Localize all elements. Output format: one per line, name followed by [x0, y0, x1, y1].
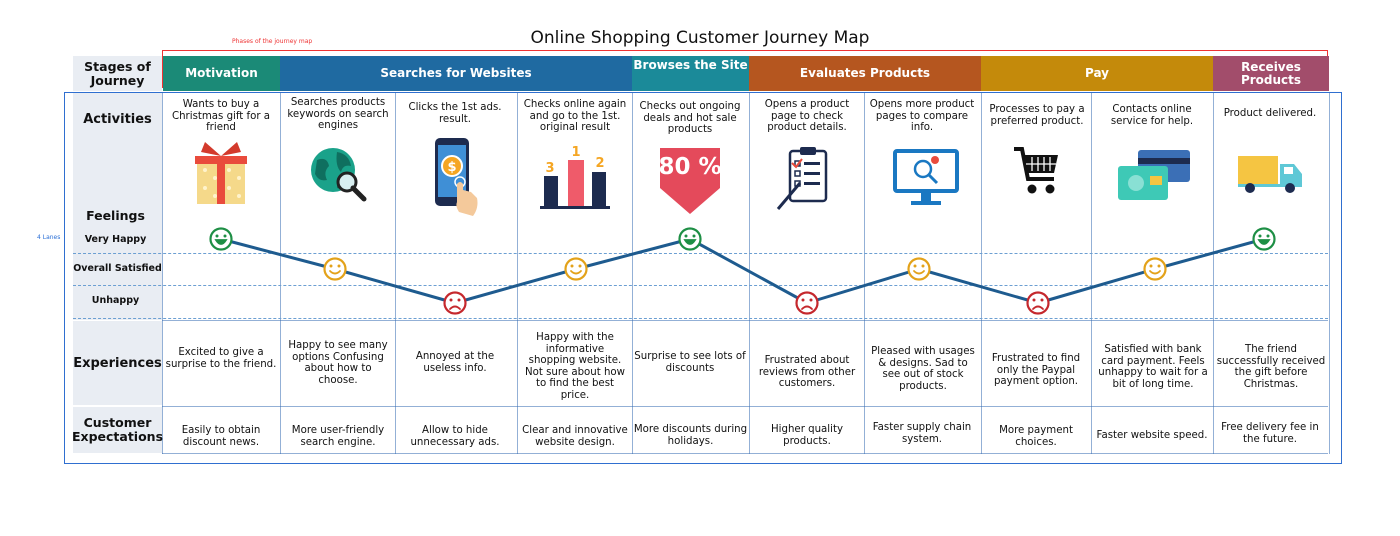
column-divider [981, 92, 982, 454]
column-divider [280, 92, 281, 454]
column-divider [1213, 92, 1214, 454]
experience-text: Excited to give a surprise to the friend… [165, 347, 277, 370]
row-divider [162, 406, 1328, 407]
experience-text: Frustrated about reviews from other cust… [758, 355, 856, 389]
svg-text:2: 2 [595, 156, 604, 171]
expectation-text: Easily to obtain discount news. [181, 425, 261, 448]
expectation-text: Free delivery fee in the future. [1221, 422, 1319, 445]
activity-text: Wants to buy a Christmas gift for a frie… [171, 99, 271, 133]
phase-evaluates: Evaluates Products [749, 56, 981, 91]
activity-text: Checks out ongoing deals and hot sale pr… [639, 101, 741, 135]
delivery-truck-icon [1238, 156, 1302, 193]
activity-text: Clicks the 1st ads. result. [408, 102, 502, 125]
phase-label: Receives Products [1240, 59, 1302, 87]
feeling-line [220, 237, 1265, 305]
discount-text: 80 % [658, 154, 721, 180]
unhappy-face-icon [795, 291, 819, 315]
overall-satisfied-face-icon [564, 257, 588, 281]
activity-text: Searches products keywords on search eng… [287, 97, 389, 131]
shopping-cart-icon [1014, 147, 1058, 194]
checklist-icon [776, 147, 828, 210]
phase-pay: Pay [981, 56, 1213, 91]
svg-text:$: $ [447, 160, 456, 175]
column-divider [632, 92, 633, 454]
column-divider [1091, 92, 1092, 454]
phone-tap-icon: $ [435, 138, 478, 216]
expectation-text: Faster website speed. [1096, 430, 1208, 441]
activity-text: Contacts online service for help. [1110, 104, 1194, 127]
page-title: Online Shopping Customer Journey Map [530, 28, 870, 48]
activity-text: Processes to pay a preferred product. [989, 104, 1085, 127]
phases-annotation: Phases of the journey map [232, 38, 313, 45]
very-happy-face-icon [209, 227, 233, 251]
phase-browses: Browses the Site [632, 56, 749, 91]
overall-satisfied-face-icon [907, 257, 931, 281]
overall-satisfied-face-icon [1143, 257, 1167, 281]
phase-motivation: Motivation [163, 56, 280, 91]
activity-text: Opens a product page to check product de… [764, 99, 850, 133]
discount-tag-icon: 80 % [658, 148, 722, 214]
experience-text: Surprise to see lots of discounts [634, 351, 746, 374]
phase-label: Evaluates Products [799, 66, 931, 80]
expectation-text: More user-friendly search engine. [291, 425, 385, 448]
experience-text: Happy to see many options Confusing abou… [288, 340, 388, 386]
expectation-text: Higher quality products. [771, 424, 843, 447]
column-divider [162, 92, 163, 454]
phase-receives: Receives Products [1213, 56, 1329, 91]
phase-label: Browses the Site [633, 58, 748, 72]
very-happy-label: Very Happy [84, 234, 147, 245]
very-happy-face-icon [678, 227, 702, 251]
monitor-search-icon [893, 149, 959, 205]
experience-text: Satisfied with bank card payment. Feels … [1098, 344, 1208, 390]
feeling-lane-divider [73, 318, 1328, 319]
activity-text: Opens more product pages to compare info… [869, 99, 975, 133]
gift-icon [195, 142, 247, 204]
row-divider [162, 320, 1328, 321]
overall-satisfied-face-icon [323, 257, 347, 281]
unhappy-face-icon [443, 291, 467, 315]
expectation-text: Faster supply chain system. [872, 422, 972, 445]
experience-text: The friend successfully received the gif… [1216, 344, 1326, 390]
expectations-header: Customer Expectations [72, 407, 163, 453]
feeling-lane-divider [73, 253, 1328, 254]
unhappy-label: Unhappy [91, 295, 140, 306]
ranking-chart-icon: 3 1 2 [540, 145, 610, 209]
row-divider [162, 453, 1328, 454]
column-divider [517, 92, 518, 454]
activities-header: Activities [83, 112, 152, 127]
feelings-header: Feelings [86, 208, 145, 223]
lanes-annotation: 4 Lanes [37, 234, 61, 241]
expectation-text: Allow to hide unnecessary ads. [410, 425, 500, 448]
activity-text: Product delivered. [1223, 108, 1317, 119]
column-divider [395, 92, 396, 454]
experience-text: Frustrated to find only the Paypal payme… [991, 353, 1081, 387]
very-happy-face-icon [1252, 227, 1276, 251]
bank-card-icon [1118, 150, 1190, 200]
experience-text: Annoyed at the useless info. [415, 351, 495, 374]
column-divider [864, 92, 865, 454]
phase-label: Pay [1084, 66, 1110, 80]
expectation-text: Clear and innovative website design. [522, 425, 628, 448]
experience-text: Pleased with usages & designs. Sad to se… [871, 346, 975, 392]
lanes-frame [64, 92, 1342, 464]
stages-header: Stages of Journey [73, 56, 162, 91]
phase-searches: Searches for Websites [280, 56, 632, 91]
svg-text:1: 1 [571, 145, 580, 160]
experiences-header: Experiences [73, 321, 162, 405]
lane-bg-activities-feelings [73, 93, 162, 320]
feeling-lane-divider [73, 285, 1328, 286]
svg-text:3: 3 [545, 161, 554, 176]
globe-search-icon [311, 148, 367, 202]
phase-label: Motivation [185, 66, 258, 80]
column-divider [1329, 92, 1330, 454]
experience-text: Happy with the informative shopping webs… [525, 332, 625, 401]
phase-label: Searches for Websites [380, 66, 532, 80]
unhappy-face-icon [1026, 291, 1050, 315]
activity-text: Checks online again and go to the 1st. o… [523, 99, 627, 133]
expectation-text: More payment choices. [999, 425, 1073, 448]
expectation-text: More discounts during holidays. [633, 424, 748, 447]
overall-satisfied-label: Overall Satisfied [73, 263, 162, 274]
